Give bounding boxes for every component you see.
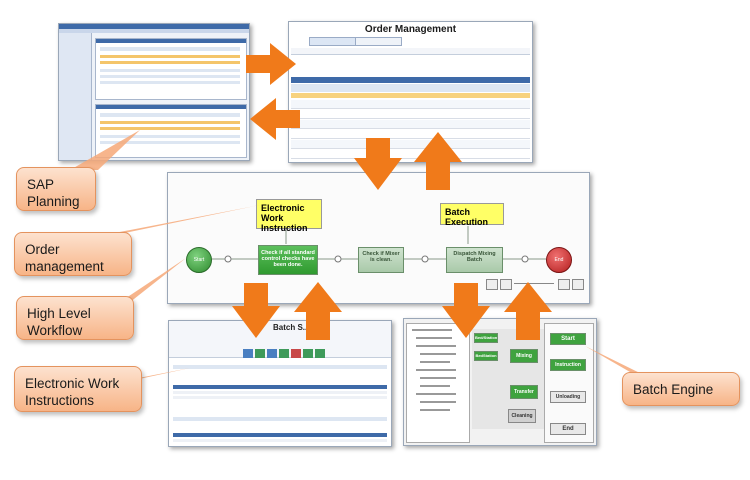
end-node-label: End <box>554 257 564 263</box>
order-management-screenshot: Order Management <box>288 21 533 163</box>
arrow-up-ewi-to-workflow <box>294 282 342 340</box>
workflow-step-mixer-clean[interactable]: Check if Mixer is clean. <box>358 247 404 273</box>
workflow-step-dispatch-batch[interactable]: Dispatch Mixing Batch <box>446 247 503 273</box>
start-node[interactable]: Start <box>186 247 212 273</box>
batch-step-unloading[interactable]: Unloading <box>550 391 586 403</box>
callout-sap-planning: SAP Planning <box>16 167 96 211</box>
batch-tree-panel <box>406 323 470 443</box>
end-node[interactable]: End <box>546 247 572 273</box>
batch-box-transfer[interactable]: Transfer <box>510 385 538 399</box>
batch-box-cleaning[interactable]: Cleaning <box>508 409 536 423</box>
arrow-up-batch-to-workflow <box>504 282 552 340</box>
arrow-down-order-to-workflow <box>354 138 402 190</box>
ewi-title: Batch S... <box>273 323 310 332</box>
workflow-step-control-checks[interactable]: Check if all standard control checks hav… <box>258 245 318 275</box>
callout-order-management: Order management <box>14 232 132 276</box>
batch-step-end[interactable]: End <box>550 423 586 435</box>
batch-engine-screenshot: Bed/Station BedStation Mixing Transfer C… <box>403 318 597 446</box>
callout-high-level-workflow: High Level Workflow <box>16 296 134 340</box>
arrow-left-order-to-sap <box>250 98 300 140</box>
electronic-work-instructions-screenshot: Batch S... <box>168 320 392 447</box>
arrow-down-workflow-to-batch <box>442 283 490 338</box>
batch-left-box-1[interactable]: Bed/Station <box>474 333 498 343</box>
batch-box-mixing[interactable]: Mixing <box>510 349 538 363</box>
arrow-right-sap-to-order <box>246 43 296 85</box>
callout-electronic-work-instructions: Electronic Work Instructions <box>14 366 142 412</box>
batch-left-box-2[interactable]: BedStation <box>474 351 498 361</box>
ewi-toolbar[interactable] <box>243 349 333 359</box>
start-node-label: Start <box>193 257 205 263</box>
arrow-down-workflow-to-ewi <box>232 283 280 338</box>
arrow-up-workflow-to-order <box>414 132 462 190</box>
batch-step-start[interactable]: Start <box>550 333 586 345</box>
label-electronic-work-instruction: Electronic Work Instruction <box>256 199 322 233</box>
workflow-connectors <box>198 226 546 263</box>
order-management-title: Order Management <box>364 24 457 35</box>
callout-batch-engine: Batch Engine <box>622 372 740 406</box>
label-batch-execution: Batch Execution <box>440 203 504 227</box>
sap-planning-screenshot <box>58 23 250 161</box>
zoom-controls[interactable] <box>486 279 584 290</box>
